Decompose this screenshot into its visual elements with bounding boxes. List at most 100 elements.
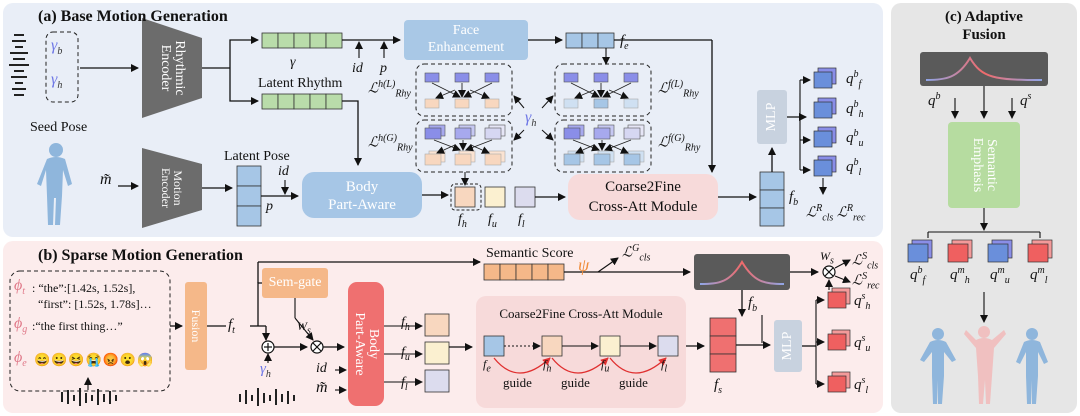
id-label-b: id (316, 361, 327, 376)
semantic-emphasis-box (948, 122, 1020, 208)
q-b-input-label: qb (928, 91, 941, 109)
panel-c-title-line1: (c) Adaptive (945, 9, 1023, 25)
semantic-curve-box-b (694, 254, 790, 290)
panel-b-title: (b) Sparse Motion Generation (38, 247, 243, 264)
face-enhancement-label-2: Enhancement (427, 40, 505, 55)
q-l-b-label: qbl (846, 157, 862, 178)
q-u-b-label: qbu (846, 128, 864, 149)
phi-t-label: ϕt (14, 277, 26, 298)
output-figures (920, 326, 1048, 404)
gamma-feature-bar (261, 32, 343, 49)
q-cubes-c (907, 239, 1053, 263)
f-l-label-b2: fl (661, 357, 668, 375)
q-s-input-label: qs (1020, 91, 1032, 109)
seed-pose-figure (37, 143, 72, 225)
gamma-h-b-label: γh (260, 361, 271, 380)
phi-g-text: :“the first thing…” (32, 319, 123, 333)
sem-gate-label: Sem-gate (268, 275, 322, 290)
guide-label-1: guide (503, 375, 532, 390)
latent-rhythm-label: Latent Rhythm (258, 76, 343, 91)
p-label-a: p (380, 61, 387, 76)
sem-gate-box (262, 268, 328, 298)
fusion-box (185, 282, 207, 370)
q-h-b-label: qbh (846, 99, 864, 120)
f-u-label-a: fu (488, 212, 497, 230)
seed-pose-label: Seed Pose (30, 120, 88, 135)
gamma-h-center: γh (525, 109, 537, 130)
body-part-aware-a-1: Body (345, 179, 379, 195)
guide-label-2: guide (561, 375, 590, 390)
coarse2fine-a-1: Coarse2Fine (605, 179, 681, 195)
body-part-aware-a-2: Part-Aware (328, 197, 396, 213)
phi-e-label: ϕe (14, 349, 27, 370)
semantic-curve-box-c (920, 52, 1048, 86)
phi-t-text2: “first”: [1.52s, 1.78s]… (38, 297, 152, 311)
f-u-label-b2: fu (601, 357, 610, 375)
loss-cls-rec-a: ℒRcls ℒRrec (806, 203, 866, 224)
guide-label-3: guide (619, 375, 648, 390)
loss-cls-g: ℒGcls (622, 243, 651, 264)
f-h-label-b2: fh (543, 357, 552, 375)
q-f-b-label: qbf (846, 69, 862, 90)
emoji-row: 😄😀😆😭😡😮😱 (34, 352, 155, 367)
phi-t-text: : “the”:[1.42s, 1.52s], (32, 281, 136, 295)
q-u-s-label: qsu (854, 333, 871, 354)
f-b-label-a: fb (789, 189, 799, 208)
face-enhancement-box (404, 20, 528, 60)
q-f-b-c-label: qbf (910, 265, 926, 286)
f-h-label-b: fh (401, 315, 410, 333)
id-label-a2: id (278, 164, 289, 179)
f-u-label-b: fu (401, 345, 410, 363)
gamma-h-label: γh (51, 71, 63, 92)
q-h-m-c-label: qmh (950, 265, 970, 286)
q-cubes-b (827, 287, 851, 393)
f-t-label: ft (228, 317, 235, 336)
loss-hL-graph (424, 72, 500, 109)
loss-fL-graph (563, 72, 639, 109)
face-enhancement-label-1: Face (452, 23, 480, 38)
mlp-box-b (774, 320, 802, 372)
fusion-label: Fusion (189, 309, 203, 343)
loss-fG-graph (563, 124, 645, 166)
f-s-label: fs (714, 377, 723, 396)
w-s-label: Ws (297, 319, 311, 337)
q-h-s-label: qsh (854, 291, 871, 312)
loss-hG-graph (424, 124, 506, 166)
latent-pose-label: Latent Pose (224, 149, 290, 164)
loss-rec-s: ℒSrec (852, 271, 880, 292)
semantic-score-label: Semantic Score (486, 246, 574, 261)
f-e-label-b: fe (483, 357, 491, 375)
q-u-m-c-label: qmu (990, 265, 1010, 286)
f-b-label-b: fb (748, 295, 758, 314)
f-h-label-a: fh (458, 212, 467, 230)
q-l-s-label: qsl (854, 375, 869, 396)
f-l-label-a: fl (518, 212, 525, 230)
q-l-m-c-label: qml (1030, 265, 1048, 286)
body-part-aware-box-b (348, 282, 384, 406)
mlp-b-label: MLP (780, 331, 795, 361)
mlp-a-label: MLP (764, 102, 779, 132)
coarse2fine-box-b (476, 296, 686, 408)
panel-a-title: (a) Base Motion Generation (38, 8, 228, 25)
coarse2fine-a-2: Cross-Att Module (588, 199, 698, 215)
f-e-label: fe (620, 33, 629, 52)
w-s-label-right: Ws (820, 249, 834, 267)
psi-label: ψ (578, 255, 590, 275)
loss-rhy-hL: ℒh(L)Rhy (368, 79, 411, 100)
coarse2fine-box-a (568, 174, 718, 220)
phi-g-label: ϕg (14, 315, 28, 336)
gamma-label: γ (290, 55, 296, 70)
motion-encoder-shape (142, 148, 202, 228)
audio-waveform-a (9, 34, 29, 96)
gamma-b-label: γb (51, 37, 63, 58)
body-part-aware-box-a (302, 172, 422, 218)
loss-rhy-fL: ℒf(L)Rhy (658, 79, 699, 100)
mlp-box-a (757, 90, 787, 144)
rhythmic-encoder-shape (142, 18, 202, 118)
loss-rhy-hG: ℒh(G)Rhy (368, 133, 413, 154)
